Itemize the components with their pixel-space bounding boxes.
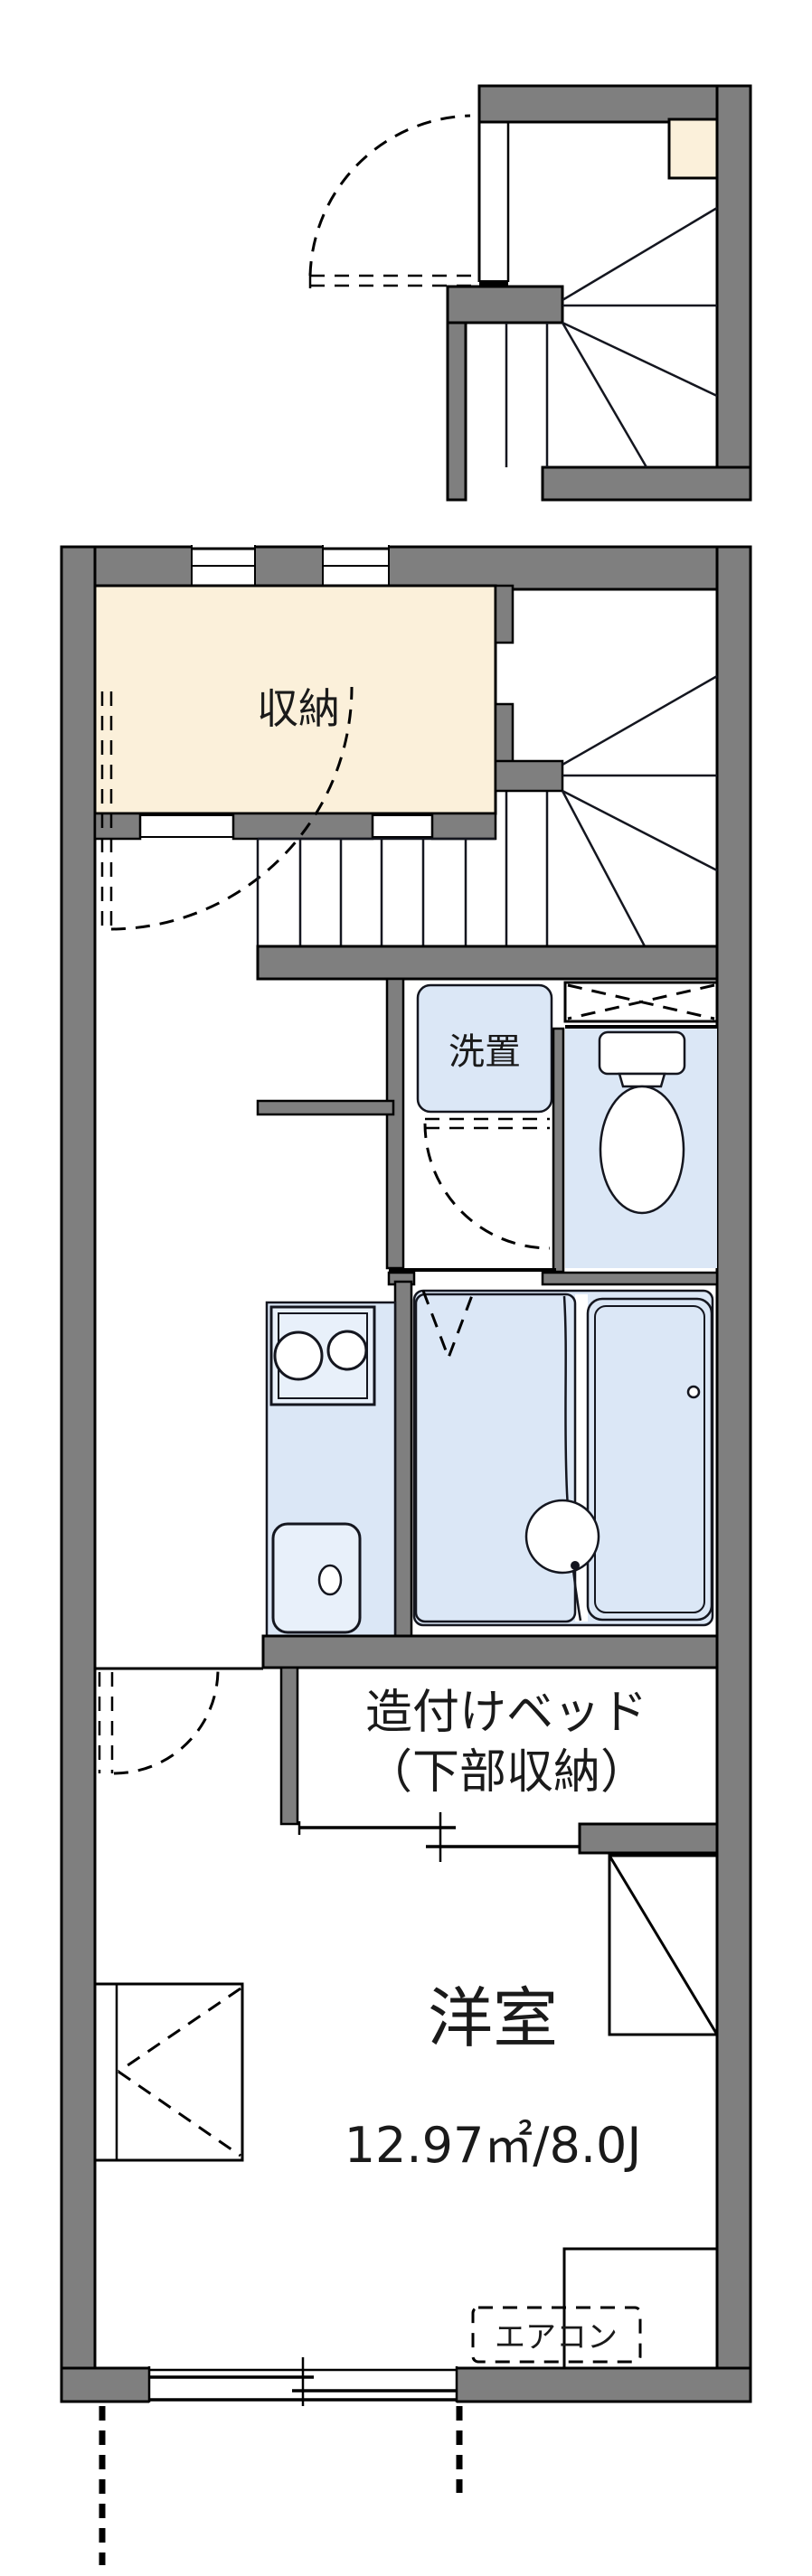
washer-pan bbox=[416, 983, 553, 1114]
entry-door-swing bbox=[308, 114, 473, 288]
bathtub-inner bbox=[594, 1305, 705, 1613]
doorway-sill bbox=[479, 280, 508, 287]
toilet-room bbox=[387, 981, 719, 1286]
storage-room-fill bbox=[93, 584, 497, 815]
window-1 bbox=[192, 545, 255, 592]
bed-label-line2: （下部収納） bbox=[365, 1745, 647, 1800]
washroom-left-wall bbox=[385, 977, 405, 1270]
toilet-divider-wall bbox=[552, 1027, 565, 1274]
aircon-box bbox=[471, 2306, 642, 2364]
sink bbox=[271, 1522, 362, 1634]
boundary-dashed-lines bbox=[99, 2406, 463, 2565]
main-room-area: 12.97㎡/8.0J bbox=[345, 2117, 642, 2174]
sink-drain bbox=[317, 1564, 343, 1596]
kitchen bbox=[265, 1301, 397, 1638]
straight-treads bbox=[256, 791, 549, 946]
storage-door-swing bbox=[100, 686, 354, 931]
storage-band-3 bbox=[430, 812, 497, 841]
burner-left bbox=[273, 1330, 324, 1381]
hall-nook bbox=[256, 977, 405, 1270]
bath-left-wall bbox=[393, 1280, 413, 1638]
main-room-label: 洋室 bbox=[428, 1980, 558, 2056]
storage-room bbox=[93, 584, 515, 931]
shoe-cupboard bbox=[667, 118, 719, 180]
upper-top-wall bbox=[477, 84, 752, 124]
bottom-window bbox=[147, 2357, 458, 2406]
main-left-wall bbox=[60, 545, 97, 2403]
main-staircase bbox=[256, 674, 719, 981]
main-top-wall bbox=[60, 545, 752, 591]
bath-washplace bbox=[414, 1293, 577, 1623]
bathtub bbox=[586, 1297, 713, 1622]
wash-basin bbox=[524, 1499, 600, 1575]
nook-stub-wall bbox=[256, 1099, 395, 1116]
bed-zone-walls bbox=[95, 1634, 719, 1826]
window-2 bbox=[323, 545, 389, 592]
bathroom bbox=[393, 1280, 714, 1638]
stair-newel bbox=[494, 759, 564, 793]
stair-bottom-wall bbox=[256, 945, 719, 981]
aircon-area bbox=[471, 2247, 719, 2370]
corner-cabinet bbox=[608, 1854, 719, 2036]
storage-right-wall-lower bbox=[494, 702, 515, 766]
upper-bottom-wall bbox=[541, 465, 752, 502]
washer-label: 洗置 bbox=[448, 1031, 521, 1073]
basin-drain bbox=[571, 1561, 580, 1570]
room-door-swing bbox=[98, 1669, 220, 1775]
bed-left-wall bbox=[279, 1666, 299, 1826]
upper-right-wall bbox=[715, 84, 752, 502]
bed-label-line1: 造付けベッド bbox=[365, 1686, 647, 1740]
bed-sliding-door bbox=[297, 1812, 719, 1862]
burner-right bbox=[326, 1330, 368, 1371]
bathtub-handle bbox=[686, 1385, 701, 1399]
winder-treads bbox=[561, 674, 718, 947]
upper-entry-section bbox=[308, 84, 752, 502]
main-right-wall bbox=[715, 545, 752, 2403]
storage-label: 収納 bbox=[257, 684, 340, 733]
upper-stair-treads bbox=[505, 206, 718, 468]
aircon-label: エアコン bbox=[495, 2319, 618, 2355]
washroom bbox=[416, 983, 565, 1274]
washroom-door-swing bbox=[423, 1117, 551, 1250]
bed-bottom-wall bbox=[578, 1822, 719, 1855]
toilet-fixture bbox=[598, 1030, 686, 1215]
bath-panel-gap bbox=[575, 1294, 588, 1622]
overhead-cabinet bbox=[563, 981, 719, 1023]
storage-right-wall-upper bbox=[494, 584, 515, 644]
toilet-bottom-wall bbox=[541, 1271, 719, 1286]
upper-stair-newel-wall bbox=[446, 285, 564, 324]
wardrobe-box bbox=[93, 1982, 244, 2162]
service-bottom-wall bbox=[261, 1634, 719, 1669]
overhead-cabinet-x bbox=[567, 983, 715, 1020]
